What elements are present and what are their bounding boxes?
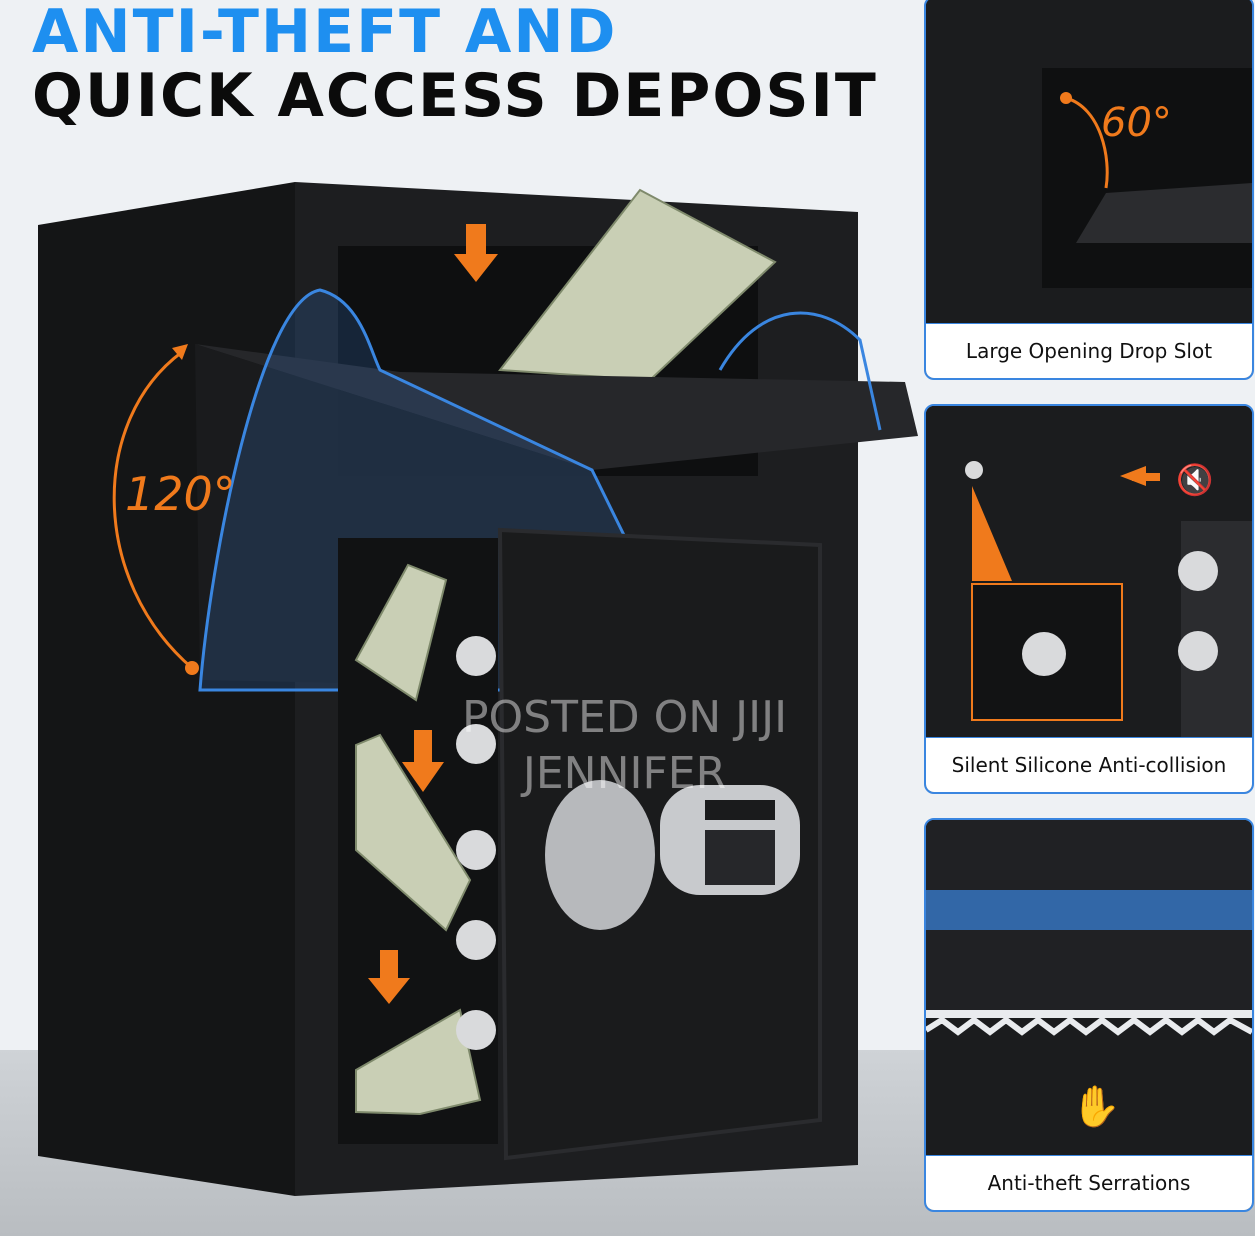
watermark: POSTED ON JIJI JENNIFER [462,690,787,802]
angle-label-120: 120° [125,467,236,521]
watermark-line-1: POSTED ON JIJI [462,692,788,743]
flap-motion-arc [718,311,882,431]
drop-slot-image: 60° [926,0,1252,324]
hand-icon: ✋ [1071,1083,1121,1130]
bolt-3 [456,830,496,870]
feature-panel-silicone: 🔇 Silent Silicone Anti-collision [924,404,1254,794]
watermark-line-2: JENNIFER [522,748,727,799]
banknote-falling-1 [354,563,448,702]
caption-drop-slot: Large Opening Drop Slot [926,323,1252,378]
bolt-5 [456,1010,496,1050]
arc-arrow-top [172,344,188,360]
angle-label-60: 60° [1101,100,1172,146]
banknote-falling-2 [355,733,472,932]
angle-arc-120 [112,350,193,670]
keypad-buttons [705,830,775,885]
banknote-falling-3 [355,1008,482,1116]
keypad-display [705,800,775,820]
headline-line-1: ANTI-THEFT AND [32,0,618,67]
safe-illustration: 120° [38,182,918,1196]
feature-panel-drop-slot: 60° Large Opening Drop Slot [924,0,1254,380]
drop-flap [195,344,918,470]
bolt-2 [456,724,496,764]
headline-line-2: QUICK ACCESS DEPOSIT [32,61,878,131]
feature-panel-serrations: ✋ Anti-theft Serrations [924,818,1254,1212]
serrations-image: ✋ [926,820,1252,1156]
arrow-down-3 [368,950,410,1004]
headline: ANTI-THEFT AND QUICK ACCESS DEPOSIT [32,0,878,128]
caption-silicone: Silent Silicone Anti-collision [926,737,1252,792]
bolt-4 [456,920,496,960]
caption-serrations: Anti-theft Serrations [926,1155,1252,1210]
arrow-down-1 [454,224,498,282]
silicone-image: 🔇 [926,406,1252,738]
lock-knob [545,780,655,930]
arrow-down-2 [402,730,444,792]
bolt-1 [456,636,496,676]
mute-icon: 🔇 [1176,462,1213,498]
arc-dot-bottom [185,661,199,675]
